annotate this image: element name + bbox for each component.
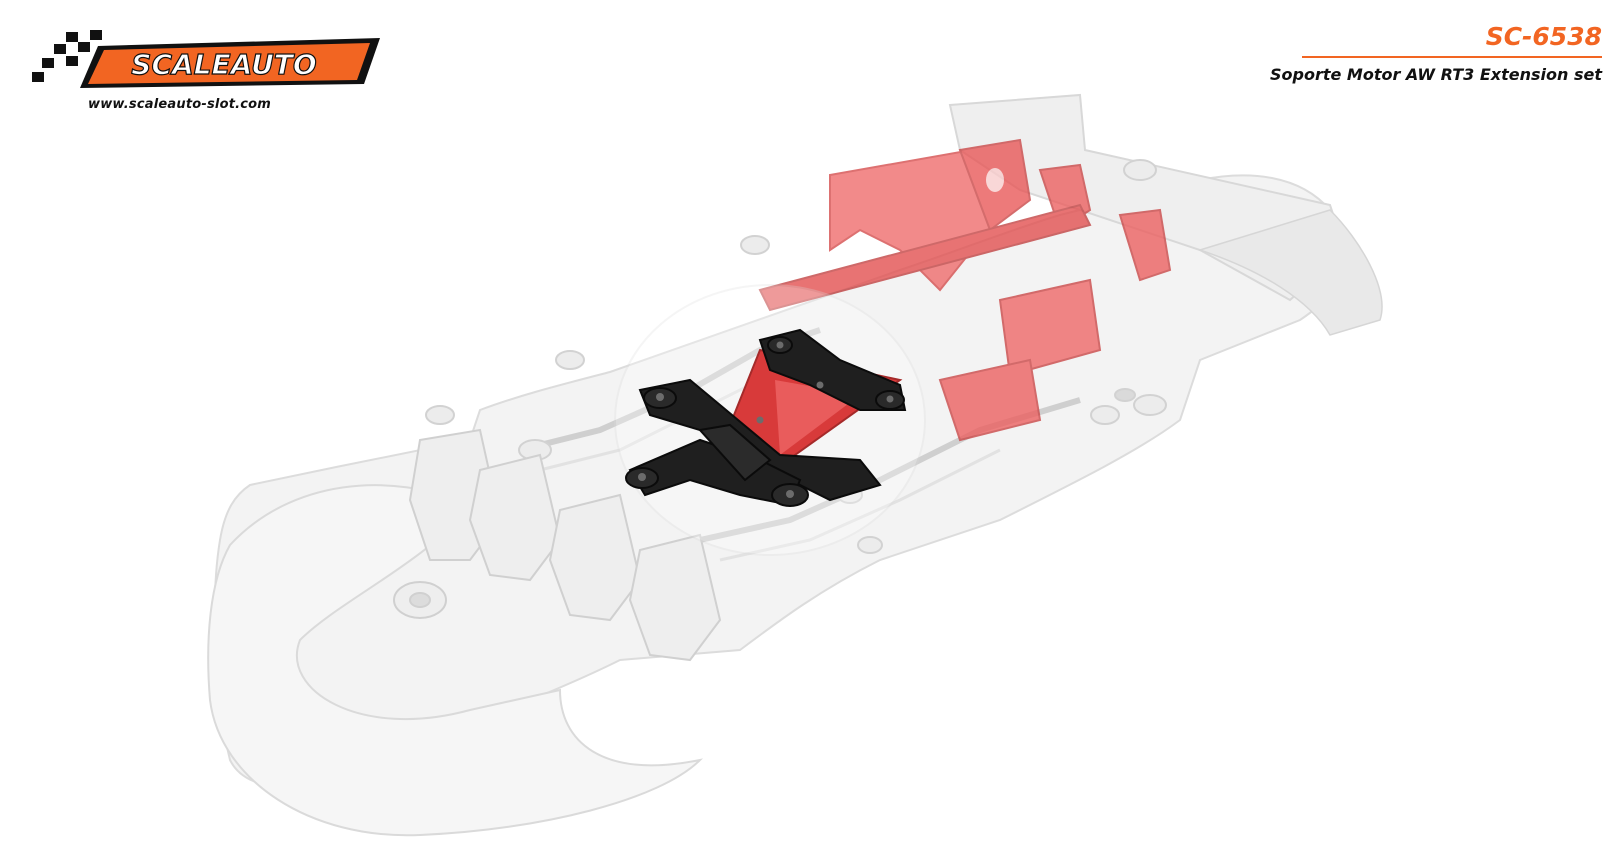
front-towers	[393, 428, 722, 662]
website-url[interactable]: www.scaleauto-slot.com	[88, 97, 272, 112]
motor-mount	[758, 138, 1172, 442]
header-divider	[1302, 56, 1602, 58]
checkered-flag-icon	[32, 30, 102, 82]
logo-text: SCALEAUTO	[131, 48, 316, 81]
extension-set	[625, 328, 907, 507]
extension-set-holes	[638, 341, 894, 498]
product-name: Soporte Motor AW RT3 Extension set	[1269, 65, 1602, 84]
scaleauto-logo: SCALEAUTO	[28, 28, 388, 98]
product-header: SC-6538 Soporte Motor AW RT3 Extension s…	[1182, 22, 1602, 84]
product-code: SC-6538	[1485, 22, 1602, 51]
